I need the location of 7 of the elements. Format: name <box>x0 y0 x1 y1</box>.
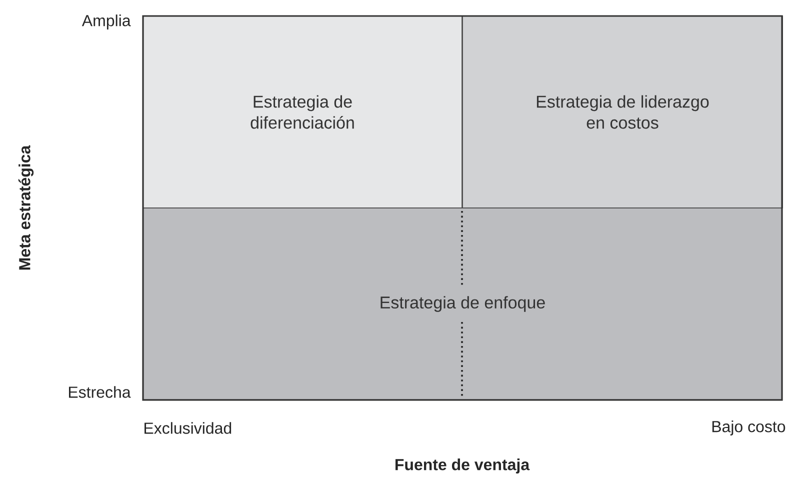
strategy-cell: Estrategia de enfoque <box>142 208 782 400</box>
axis-value-label: Exclusividad <box>144 422 232 434</box>
strategy-cell: Estrategia de liderazgo en costos <box>462 16 783 208</box>
axis-title: Meta estratégica <box>18 145 34 270</box>
axis-value-label: Bajo costo <box>712 420 786 436</box>
strategy-cell: Estrategia de diferenciación <box>142 16 462 208</box>
axis-title: Fuente de ventaja <box>396 458 530 474</box>
